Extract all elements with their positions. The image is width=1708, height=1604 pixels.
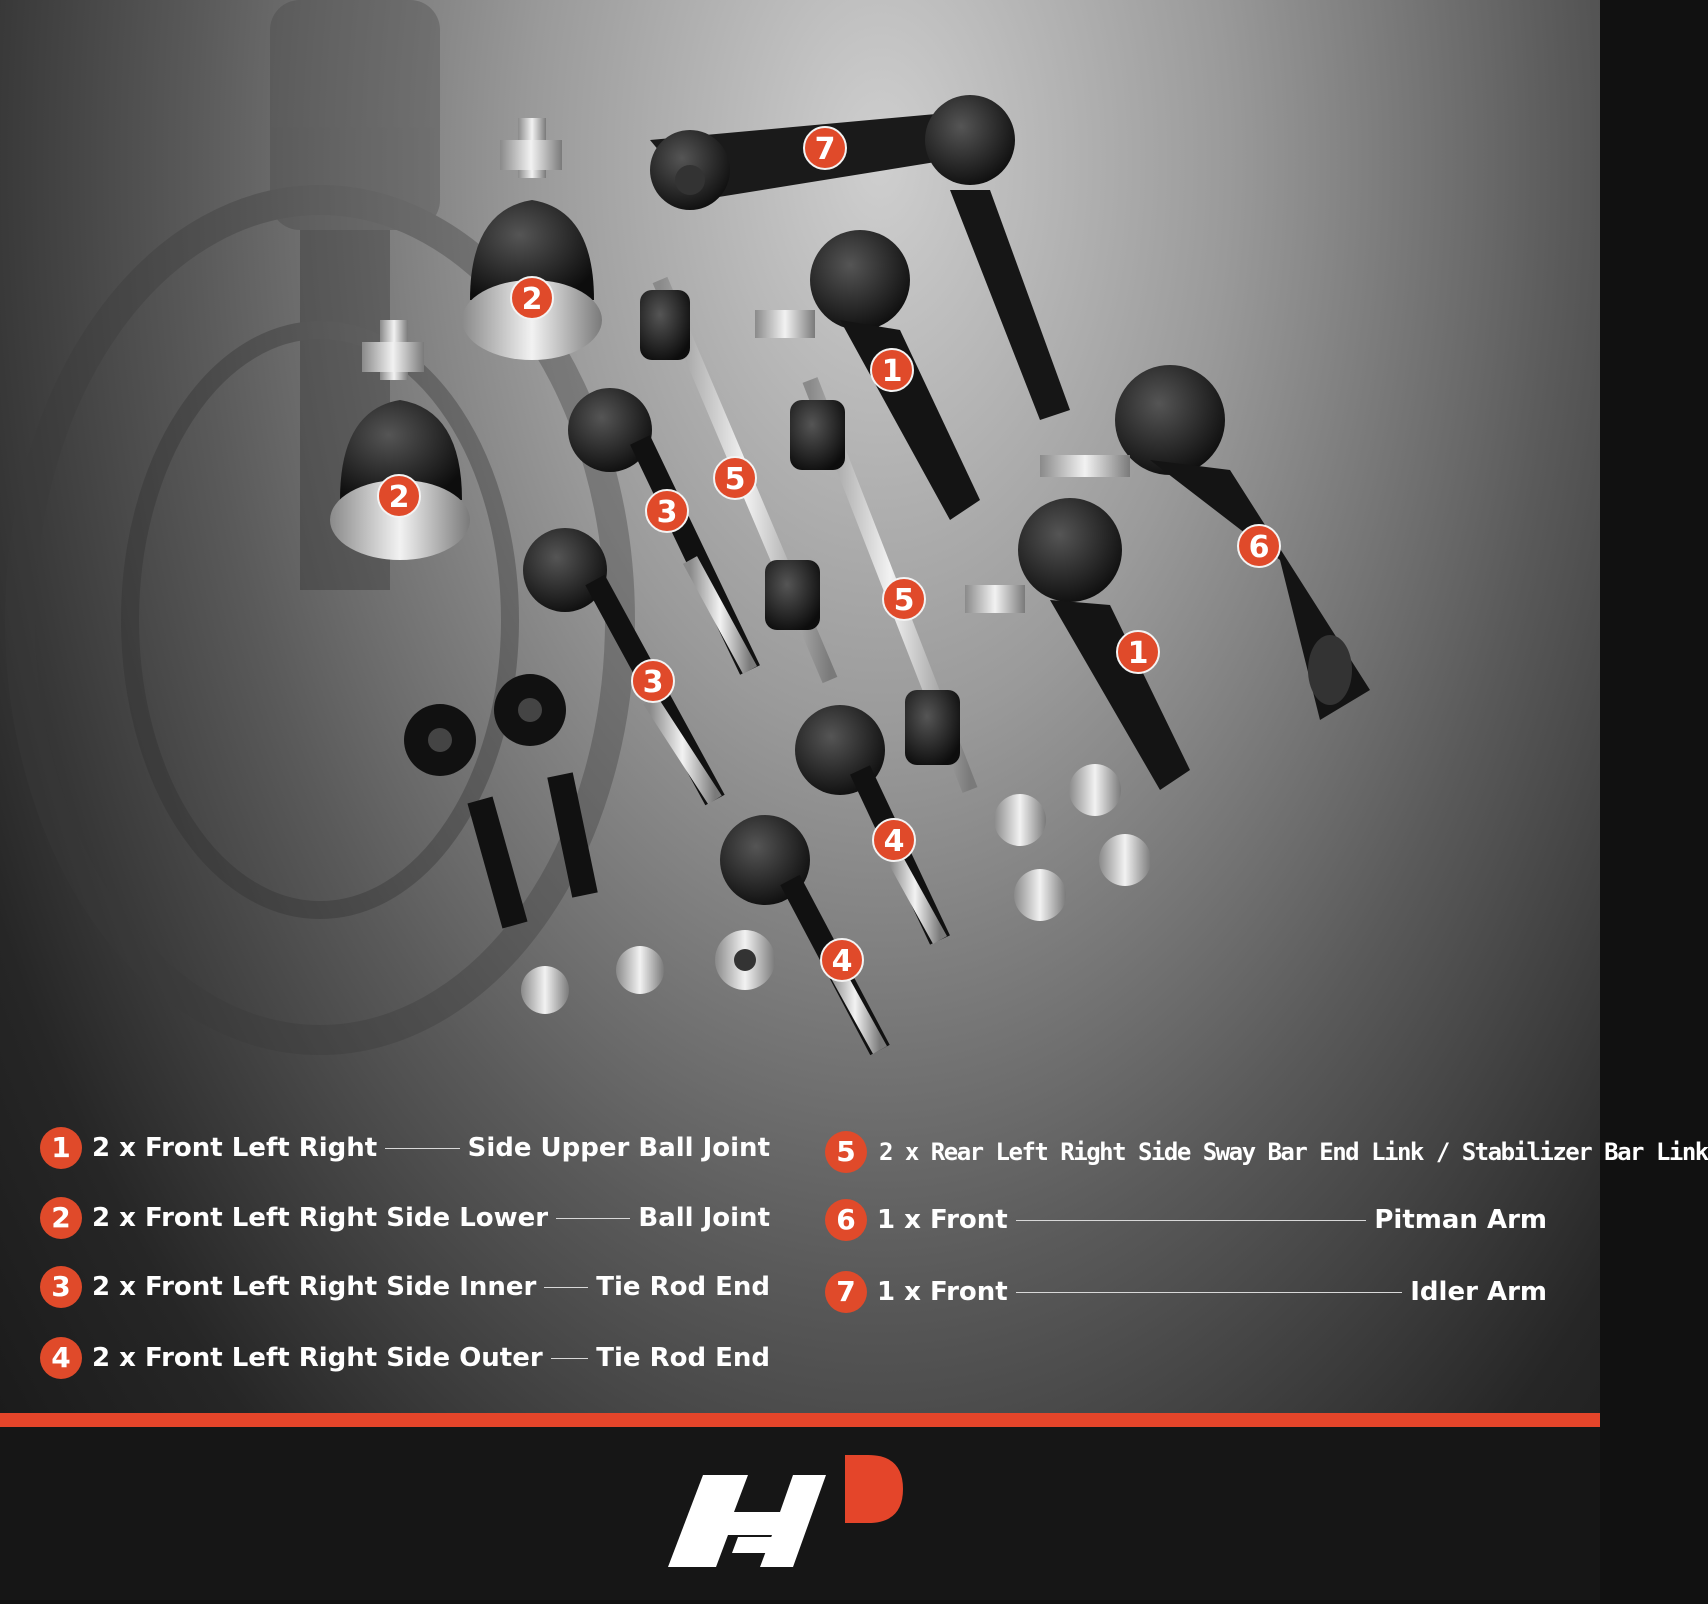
legend-divider bbox=[544, 1286, 589, 1288]
legend-number: 5 bbox=[825, 1131, 867, 1173]
legend-part-name: Ball Joint bbox=[638, 1203, 770, 1233]
legend-number: 6 bbox=[825, 1199, 867, 1241]
legend-item-3: 3 2 x Front Left Right Side Inner Tie Ro… bbox=[40, 1265, 770, 1309]
legend-item-1: 1 2 x Front Left Right Side Upper Ball J… bbox=[40, 1126, 770, 1170]
legend-item-7: 7 1 x Front Idler Arm bbox=[825, 1270, 1547, 1314]
legend-divider bbox=[1015, 1219, 1367, 1221]
parts-photo bbox=[5, 0, 1370, 1055]
legend-number: 1 bbox=[40, 1127, 82, 1169]
legend-quantity-label: 2 x Front Left Right Side Lower bbox=[92, 1203, 549, 1233]
lower-ball-joint-part-b bbox=[330, 320, 470, 560]
inner-tie-rod-end-part-a bbox=[568, 388, 760, 675]
badge-lower-ball-joint: 2 bbox=[377, 474, 421, 518]
accent-bar bbox=[0, 1413, 1600, 1427]
badge-pitman-arm: 6 bbox=[1237, 524, 1281, 568]
legend-part-name: Pitman Arm bbox=[1374, 1205, 1547, 1235]
legend-divider bbox=[556, 1217, 631, 1219]
legend-quantity-label: 2 x Front Left Right Side Outer bbox=[92, 1343, 543, 1373]
legend-item-4: 4 2 x Front Left Right Side Outer Tie Ro… bbox=[40, 1336, 770, 1380]
legend-quantity-label: 2 x Front Left Right bbox=[92, 1133, 378, 1163]
legend-quantity-label: 2 x Front Left Right Side Inner bbox=[92, 1272, 537, 1302]
legend-part-name: Idler Arm bbox=[1410, 1277, 1547, 1307]
legend-quantity-label: 1 x Front bbox=[877, 1277, 1008, 1307]
hardware-parts bbox=[404, 674, 1151, 1014]
legend-divider bbox=[1015, 1291, 1403, 1293]
badge-inner-tie-rod-end: 3 bbox=[631, 659, 675, 703]
legend-number: 7 bbox=[825, 1271, 867, 1313]
legend-quantity-label: 1 x Front bbox=[877, 1205, 1008, 1235]
legend-item-5: 5 2 x Rear Left Right Side Sway Bar End … bbox=[825, 1130, 1708, 1174]
legend-part-name: Side Upper Ball Joint bbox=[467, 1133, 770, 1163]
badge-upper-ball-joint: 1 bbox=[870, 348, 914, 392]
legend-number: 3 bbox=[40, 1266, 82, 1308]
legend-item-6: 6 1 x Front Pitman Arm bbox=[825, 1198, 1547, 1242]
legend-item-2: 2 2 x Front Left Right Side Lower Ball J… bbox=[40, 1196, 770, 1240]
badge-upper-ball-joint: 1 bbox=[1116, 630, 1160, 674]
upper-ball-joint-part-a bbox=[755, 230, 980, 520]
legend-number: 4 bbox=[40, 1337, 82, 1379]
badge-sway-bar-link: 5 bbox=[713, 456, 757, 500]
legend-number: 2 bbox=[40, 1197, 82, 1239]
lower-ball-joint-part-a bbox=[462, 118, 602, 360]
brand-logo-icon bbox=[668, 1455, 903, 1567]
badge-outer-tie-rod-end: 4 bbox=[872, 818, 916, 862]
upper-ball-joint-part-b bbox=[965, 498, 1190, 790]
legend-part-name: Tie Rod End bbox=[596, 1343, 770, 1373]
badge-idler-arm: 7 bbox=[803, 126, 847, 170]
badge-outer-tie-rod-end: 4 bbox=[820, 938, 864, 982]
pitman-arm-part bbox=[1040, 365, 1370, 720]
badge-inner-tie-rod-end: 3 bbox=[645, 489, 689, 533]
legend-part-name: Tie Rod End bbox=[596, 1272, 770, 1302]
footer bbox=[0, 1427, 1600, 1600]
badge-lower-ball-joint: 2 bbox=[510, 276, 554, 320]
legend-quantity-label: 2 x Rear Left Right Side Sway Bar End Li… bbox=[879, 1138, 1708, 1166]
legend-divider bbox=[385, 1147, 460, 1149]
badge-sway-bar-link: 5 bbox=[882, 577, 926, 621]
legend-divider bbox=[550, 1357, 589, 1359]
idler-arm-part bbox=[650, 95, 1070, 420]
